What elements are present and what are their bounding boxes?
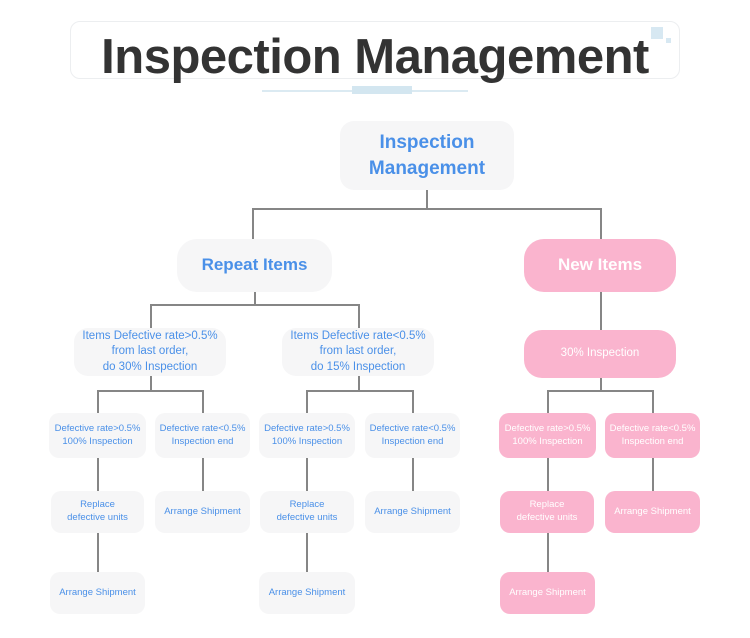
connector-repeat-bar (150, 304, 359, 306)
connector-new-lt-to-arrange (652, 458, 654, 491)
node-repeat-low-defective-gt[interactable]: Defective rate>0.5% 100% Inspection (259, 413, 355, 458)
connector-repeat-low-gt-to-replace (306, 458, 308, 491)
node-new-items[interactable]: New Items (524, 239, 676, 292)
connector-repeat-right-drop (358, 304, 360, 328)
node-inspection-management-root[interactable]: Inspection Management (340, 121, 514, 190)
square-decor-large-icon (651, 27, 663, 39)
underline-decor-accent (352, 86, 412, 94)
node-repeat-high-replace[interactable]: Replace defective units (51, 491, 144, 533)
connector-new-replace-to-arrange (547, 533, 549, 572)
connector-repeat-high-right-drop (202, 390, 204, 413)
connector-new30-down (600, 377, 602, 391)
node-new-replace[interactable]: Replace defective units (500, 491, 594, 533)
node-repeat-low-arrange-end[interactable]: Arrange Shipment (365, 491, 460, 533)
node-repeat-items[interactable]: Repeat Items (177, 239, 332, 292)
connector-root-down (426, 190, 428, 209)
connector-repeat-low-right-drop (412, 390, 414, 413)
node-repeat-low-arrange[interactable]: Arrange Shipment (259, 572, 355, 614)
node-repeat-high-defective-lt[interactable]: Defective rate<0.5% Inspection end (155, 413, 250, 458)
node-repeat-low-replace[interactable]: Replace defective units (260, 491, 354, 533)
connector-repeat-low-lt-to-arrange (412, 458, 414, 491)
square-decor-small-icon (666, 38, 671, 43)
connector-repeat-high-down (150, 375, 152, 391)
connector-repeat-low-down (358, 375, 360, 391)
connector-new30-bar (547, 390, 653, 392)
node-repeat-high-arrange[interactable]: Arrange Shipment (50, 572, 145, 614)
connector-repeat-left-drop (150, 304, 152, 328)
node-new-defective-lt[interactable]: Defective rate<0.5% Inspection end (605, 413, 700, 458)
connector-root-to-repeat (252, 208, 254, 240)
node-repeat-high-arrange-end[interactable]: Arrange Shipment (155, 491, 250, 533)
node-repeat-low-rate[interactable]: Items Defective rate<0.5% from last orde… (282, 328, 434, 376)
connector-root-bar (252, 208, 601, 210)
connector-repeat-low-replace-to-arrange (306, 533, 308, 572)
node-new-defective-gt[interactable]: Defective rate>0.5% 100% Inspection (499, 413, 596, 458)
connector-new-down (600, 291, 602, 330)
node-repeat-low-defective-lt[interactable]: Defective rate<0.5% Inspection end (365, 413, 460, 458)
connector-repeat-down (254, 291, 256, 305)
node-repeat-high-rate[interactable]: Items Defective rate>0.5% from last orde… (74, 328, 226, 376)
node-new-30-inspection[interactable]: 30% Inspection (524, 330, 676, 378)
page-title: Inspection Management (101, 30, 649, 84)
connector-root-to-new (600, 208, 602, 240)
connector-repeat-high-bar (97, 390, 203, 392)
connector-repeat-high-left-drop (97, 390, 99, 413)
connector-repeat-high-gt-to-replace (97, 458, 99, 491)
connector-repeat-low-bar (306, 390, 412, 392)
node-repeat-high-defective-gt[interactable]: Defective rate>0.5% 100% Inspection (49, 413, 146, 458)
node-new-arrange[interactable]: Arrange Shipment (500, 572, 595, 614)
connector-repeat-high-lt-to-arrange (202, 458, 204, 491)
connector-new30-left-drop (547, 390, 549, 413)
title-card (70, 21, 680, 79)
connector-new-gt-to-replace (547, 458, 549, 491)
node-new-arrange-end[interactable]: Arrange Shipment (605, 491, 700, 533)
connector-repeat-low-left-drop (306, 390, 308, 413)
connector-new30-right-drop (652, 390, 654, 413)
connector-repeat-high-replace-to-arrange (97, 533, 99, 572)
